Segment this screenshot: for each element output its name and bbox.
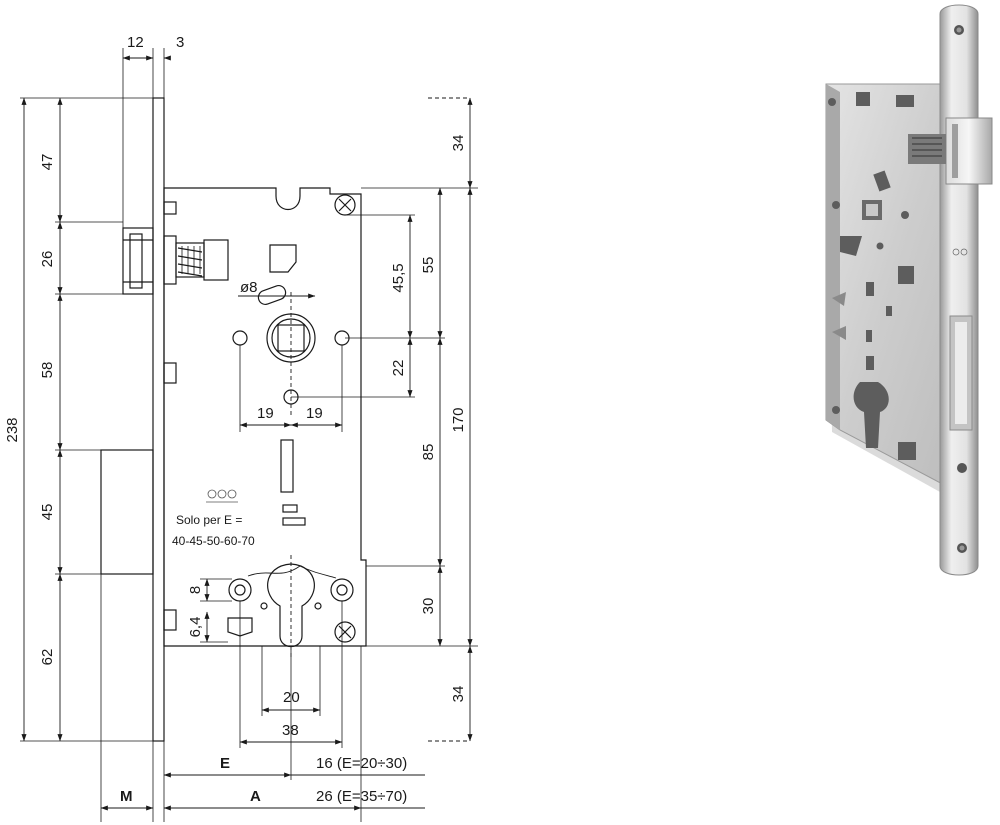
- dim-diameter-8: ø8: [240, 279, 258, 296]
- dim-E-note: 16 (E=20÷30): [316, 755, 407, 772]
- dim-238: 238: [4, 417, 21, 442]
- dim-34-top: 34: [450, 135, 467, 152]
- brand-logo-icon: [206, 489, 238, 503]
- dim-20: 20: [283, 689, 300, 706]
- dim-22: 22: [390, 360, 407, 377]
- dim-19-left: 19: [257, 405, 274, 422]
- solo-per-note: Solo per E =: [176, 513, 242, 527]
- lock-body: [163, 187, 367, 647]
- dim-85: 85: [420, 444, 437, 461]
- dim-12: 12: [127, 34, 144, 51]
- cylinder-cutout: [267, 563, 315, 648]
- dim-62: 62: [39, 649, 56, 666]
- dim-E: E: [220, 755, 230, 772]
- latch-bolt: [122, 227, 229, 295]
- dim-3: 3: [176, 34, 184, 51]
- lock-photo: [825, 4, 993, 576]
- faceplate: [152, 97, 165, 742]
- dim-A: A: [250, 788, 261, 805]
- dim-19-right: 19: [306, 405, 323, 422]
- dim-58: 58: [39, 362, 56, 379]
- dim-6-4: 6,4: [187, 617, 204, 638]
- dim-34-bottom: 34: [450, 686, 467, 703]
- drawing-lines: [100, 97, 367, 742]
- dim-170: 170: [450, 407, 467, 432]
- dim-30: 30: [420, 598, 437, 615]
- dim-38: 38: [282, 722, 299, 739]
- deadbolt: [100, 449, 154, 575]
- e-values-note: 40-45-50-60-70: [172, 534, 255, 548]
- dim-M: M: [120, 788, 133, 805]
- dim-45-5: 45,5: [390, 263, 407, 292]
- dim-47: 47: [39, 154, 56, 171]
- dim-8: 8: [187, 586, 204, 594]
- dim-45: 45: [39, 504, 56, 521]
- dim-26-left: 26: [39, 251, 56, 268]
- dim-A-note: 26 (E=35÷70): [316, 788, 407, 805]
- dim-55: 55: [420, 257, 437, 274]
